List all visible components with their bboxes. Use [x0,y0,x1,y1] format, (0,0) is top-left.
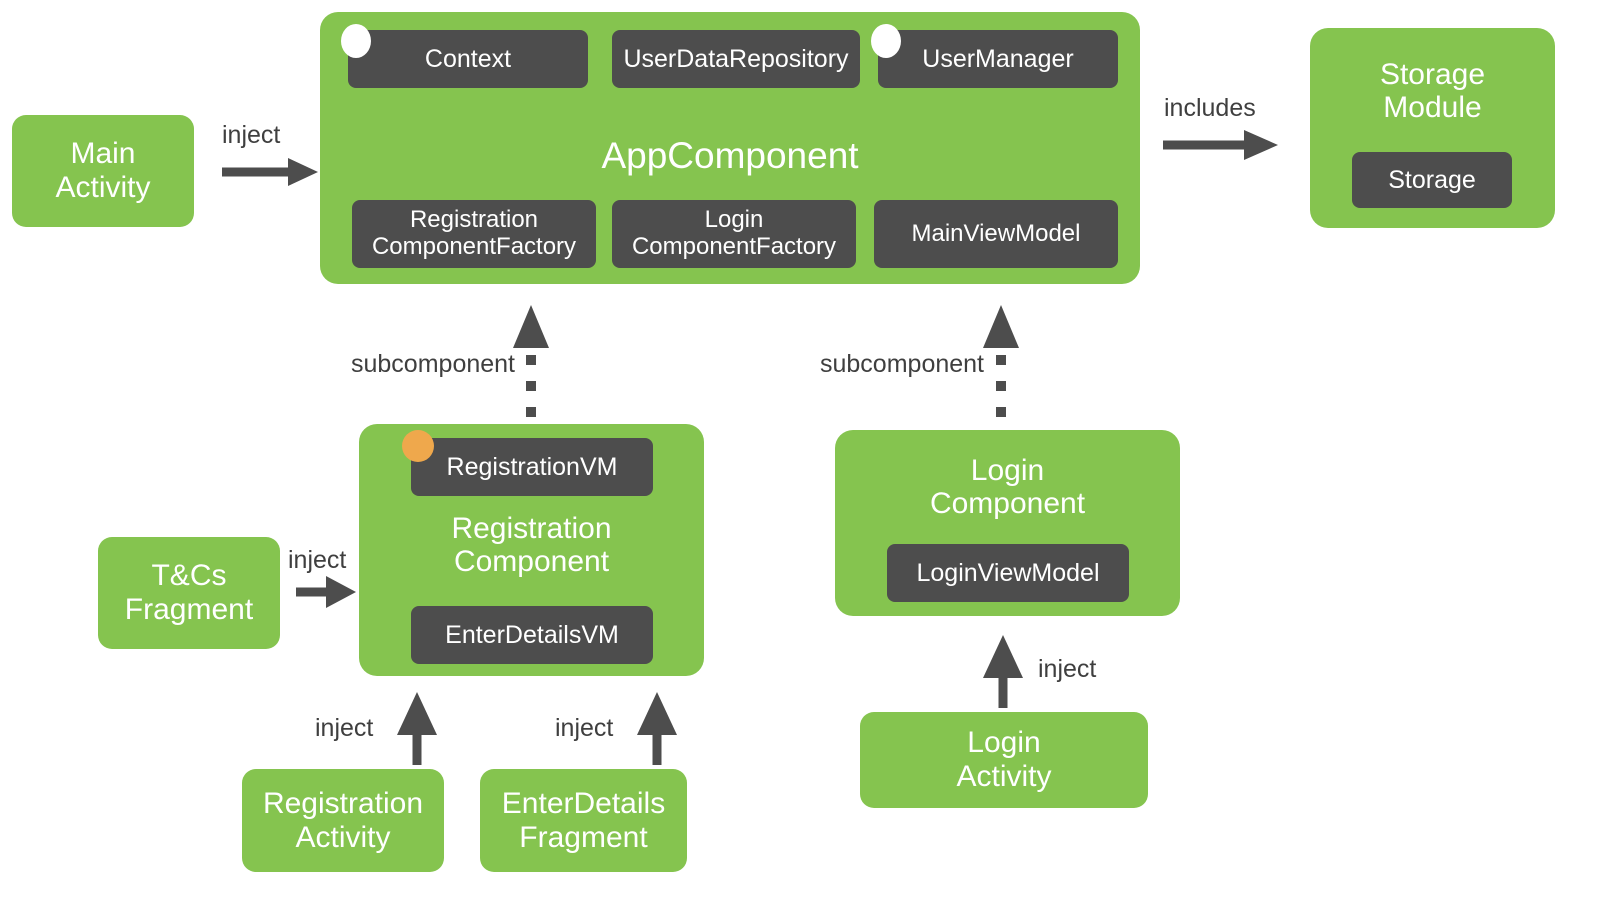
binding-mainviewmodel[interactable]: MainViewModel [874,200,1118,268]
marker-usermanager-exposed [871,24,901,58]
node-app-component[interactable]: AppComponent Context UserDataRepository … [320,12,1140,284]
edge-label-inject-tcs: inject [288,546,347,574]
edge-label-subcomponent-registration: subcomponent [351,350,516,378]
edge-label-inject-regactivity: inject [315,714,374,742]
arrow-app-to-storage [1163,130,1278,160]
node-login-activity[interactable]: Login Activity [860,712,1148,808]
storage-module-title: Storage Module [1379,58,1486,124]
marker-context-exposed [341,24,371,58]
node-main-activity[interactable]: Main Activity [12,115,194,227]
binding-usermanager[interactable]: UserManager [878,30,1118,88]
app-component-title: AppComponent [601,135,859,176]
edge-label-inject-enterdetails: inject [555,714,614,742]
edge-label-subcomponent-login: subcomponent [820,350,985,378]
registration-component-title: Registration Component [451,512,612,578]
binding-loginviewmodel[interactable]: LoginViewModel [887,544,1129,602]
binding-enterdetailsvm[interactable]: EnterDetailsVM [411,606,653,664]
arrow-tcs-to-registration [296,576,356,608]
node-registration-activity[interactable]: Registration Activity [242,769,444,872]
edge-label-inject-loginactivity: inject [1038,655,1097,683]
node-registration-component[interactable]: Registration Component RegistrationVM En… [359,424,704,676]
arrow-enterdetails-to-registration [637,692,677,765]
marker-registrationvm-scoped [402,430,434,462]
arrow-regactivity-to-registration [397,692,437,765]
binding-context[interactable]: Context [348,30,588,88]
login-component-title: Login Component [929,454,1086,520]
node-login-component[interactable]: Login Component LoginViewModel [835,430,1180,616]
node-tcs-fragment[interactable]: T&Cs Fragment [98,537,280,649]
arrow-loginactivity-to-login [983,635,1023,708]
arrow-registration-to-app [513,305,549,417]
binding-storage[interactable]: Storage [1352,152,1512,208]
edge-label-includes: includes [1164,94,1256,122]
node-storage-module[interactable]: Storage Module Storage [1310,28,1555,228]
arrow-main-to-app [222,158,318,186]
binding-userdatarepository[interactable]: UserDataRepository [612,30,860,88]
binding-registrationvm[interactable]: RegistrationVM [411,438,653,496]
binding-login-component-factory[interactable]: Login ComponentFactory [612,200,856,268]
arrow-login-to-app [983,305,1019,417]
node-enterdetails-fragment[interactable]: EnterDetails Fragment [480,769,687,872]
edge-label-inject-main: inject [222,121,281,149]
binding-registration-component-factory[interactable]: Registration ComponentFactory [352,200,596,268]
